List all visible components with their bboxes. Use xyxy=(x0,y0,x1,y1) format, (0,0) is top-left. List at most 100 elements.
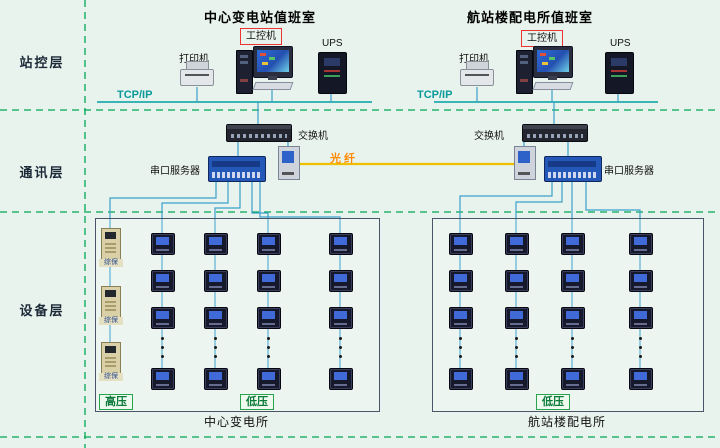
ellipsis-dot xyxy=(267,346,270,349)
power-meter xyxy=(505,368,529,390)
printer-body xyxy=(180,69,214,86)
right-ups-label: UPS xyxy=(610,38,631,49)
power-meter xyxy=(505,270,529,292)
left-switch-label: 交换机 xyxy=(298,131,328,142)
workstation-icon xyxy=(236,46,294,94)
power-meter xyxy=(561,233,585,255)
ellipsis-dot xyxy=(459,337,462,340)
layer-label-station-control: 站控层 xyxy=(19,55,65,70)
ellipsis-dot xyxy=(339,355,342,358)
power-meter xyxy=(505,233,529,255)
left-low-voltage-tag: 低压 xyxy=(240,394,274,410)
printer-slot xyxy=(465,74,489,76)
right-station-label: 航站楼配电所 xyxy=(527,415,606,429)
monitor-icon xyxy=(253,46,293,78)
right-switch-label: 交换机 xyxy=(474,131,504,142)
fiber-label: 光纤 xyxy=(330,153,358,165)
ellipsis-dot xyxy=(459,346,462,349)
high-voltage-tag: 高压 xyxy=(99,394,133,410)
ellipsis-dot xyxy=(214,337,217,340)
power-meter xyxy=(257,368,281,390)
power-meter xyxy=(629,368,653,390)
fiber-converter-icon xyxy=(514,146,536,180)
right-ipc-label: 工控机 xyxy=(521,30,563,47)
power-meter xyxy=(151,270,175,292)
power-meter xyxy=(449,307,473,329)
right-tcpip-label: TCP/IP xyxy=(417,89,453,101)
protection-relay: 综保 xyxy=(99,342,123,381)
layer-label-communication: 通讯层 xyxy=(19,165,65,180)
ellipsis-dot xyxy=(339,346,342,349)
ellipsis-dot xyxy=(571,337,574,340)
ellipsis-dot xyxy=(515,337,518,340)
left-tcpip-label: TCP/IP xyxy=(117,89,153,101)
power-meter xyxy=(329,270,353,292)
pc-tower-icon xyxy=(236,50,253,94)
power-meter xyxy=(449,270,473,292)
power-meter xyxy=(151,233,175,255)
power-meter xyxy=(561,307,585,329)
printer-icon xyxy=(180,61,214,87)
fiber-converter-icon xyxy=(278,146,300,180)
ups-icon xyxy=(318,52,347,94)
monitor-screen xyxy=(257,50,289,72)
printer-body xyxy=(460,69,494,86)
power-meter xyxy=(204,233,228,255)
power-meter xyxy=(629,233,653,255)
power-meter xyxy=(505,307,529,329)
ellipsis-dot xyxy=(267,355,270,358)
ellipsis-dot xyxy=(161,355,164,358)
ethernet-switch-icon xyxy=(226,124,292,142)
ellipsis-dot xyxy=(639,346,642,349)
power-meter xyxy=(257,233,281,255)
layer-label-device: 设备层 xyxy=(19,303,65,318)
right-low-voltage-tag: 低压 xyxy=(536,394,570,410)
ellipsis-dot xyxy=(339,337,342,340)
right-serial-server-label: 串口服务器 xyxy=(604,166,654,177)
power-meter xyxy=(204,307,228,329)
protection-relay: 综保 xyxy=(99,228,123,267)
left-station-label: 中心变电所 xyxy=(203,415,269,429)
keyboard-icon xyxy=(532,82,574,90)
relay-label: 综保 xyxy=(99,373,123,381)
ellipsis-dot xyxy=(639,355,642,358)
power-meter xyxy=(204,270,228,292)
ups-icon xyxy=(605,52,634,94)
monitor-stand xyxy=(268,76,277,80)
protection-relay: 综保 xyxy=(99,286,123,325)
relay-label: 综保 xyxy=(99,259,123,267)
relay-label: 综保 xyxy=(99,317,123,325)
ellipsis-dot xyxy=(515,346,518,349)
printer-icon xyxy=(460,61,494,87)
left-ups-label: UPS xyxy=(322,38,343,49)
ellipsis-dot xyxy=(214,346,217,349)
left-room-title: 中心变电站值班室 xyxy=(203,10,316,25)
ellipsis-dot xyxy=(571,355,574,358)
monitor-stand xyxy=(548,76,557,80)
left-serial-server-label: 串口服务器 xyxy=(150,166,200,177)
ellipsis-dot xyxy=(515,355,518,358)
power-meter xyxy=(629,270,653,292)
power-meter xyxy=(329,307,353,329)
workstation-icon xyxy=(516,46,574,94)
ellipsis-dot xyxy=(459,355,462,358)
ellipsis-dot xyxy=(214,355,217,358)
keyboard-icon xyxy=(252,82,294,90)
right-room-title: 航站楼配电所值班室 xyxy=(466,10,593,25)
power-meter xyxy=(329,233,353,255)
power-meter xyxy=(449,368,473,390)
power-meter xyxy=(449,233,473,255)
power-meter xyxy=(204,368,228,390)
ellipsis-dot xyxy=(161,337,164,340)
power-meter xyxy=(561,270,585,292)
power-meter xyxy=(151,307,175,329)
monitor-screen xyxy=(537,50,569,72)
ellipsis-dot xyxy=(267,337,270,340)
power-meter xyxy=(257,270,281,292)
power-meter xyxy=(561,368,585,390)
ethernet-switch-icon xyxy=(522,124,588,142)
left-printer-label: 打印机 xyxy=(179,54,209,65)
power-meter xyxy=(629,307,653,329)
serial-server-icon xyxy=(208,156,266,182)
